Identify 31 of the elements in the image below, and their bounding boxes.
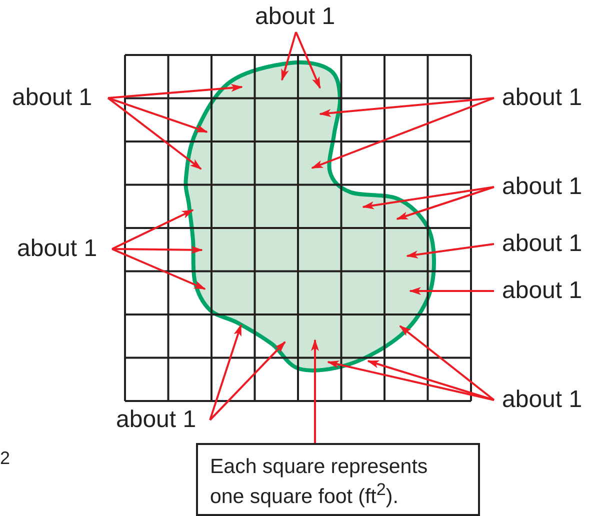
arrow [112,246,203,254]
callout-label: about 1 [502,84,582,112]
arrow [209,324,242,420]
arrow [112,248,206,290]
arrow [108,84,243,99]
note-box: Each square represents one square foot (ft$^{2}$). [196,443,480,516]
callout-label: about 1 [502,173,582,201]
arrow [367,360,494,401]
callout-label: about 1 [17,235,98,263]
arrow [409,287,494,295]
arrow [327,360,494,401]
arrow [281,32,297,81]
callout-label: about 1 [255,3,336,31]
arrow [362,186,494,210]
arrow [311,97,494,169]
arrow [107,97,202,170]
arrow [295,32,321,89]
callout-label: about 1 [502,230,582,258]
callout-label: about 1 [502,277,582,305]
arrow [406,243,494,258]
arrow [399,325,495,401]
arrow [112,209,194,250]
page-number: 2 [0,448,10,469]
callout-label: about 1 [116,406,196,434]
arrow [319,97,494,117]
arrow [311,339,319,444]
arrow [396,186,494,220]
callout-label: about 1 [502,386,582,414]
arrow [209,341,286,421]
arrow [108,97,208,133]
callout-label: about 1 [12,84,92,112]
